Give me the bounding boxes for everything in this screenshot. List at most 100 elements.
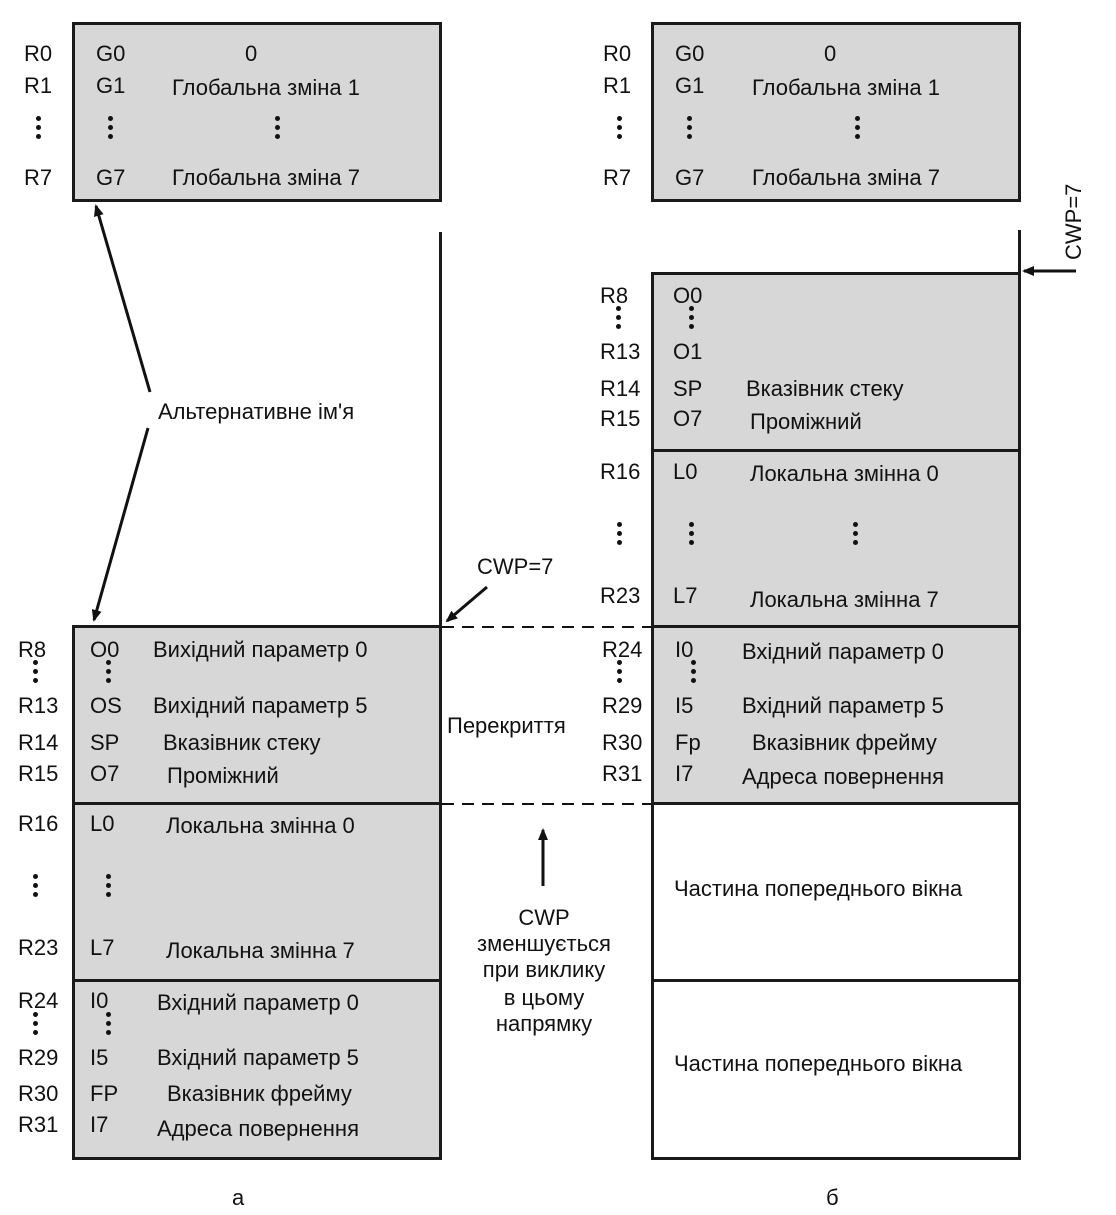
cwp-note-line1: CWP	[518, 905, 570, 930]
a-alias-g1: G1	[96, 73, 126, 98]
a-alias-l0: L0	[90, 811, 115, 836]
b-reg-r29: R29	[602, 693, 643, 718]
b-ellipsis-alias	[687, 116, 693, 143]
a-caption: а	[232, 1185, 245, 1210]
a-reg-r23: R23	[18, 935, 59, 960]
b-alias-o7: O7	[673, 406, 703, 431]
b-reg-r13: R13	[600, 339, 641, 364]
a-ellipsis-desc	[275, 116, 281, 143]
b-globals-block	[651, 22, 1021, 202]
b-reg-r0: R0	[603, 41, 632, 66]
b-alias-g7: G7	[675, 165, 705, 190]
a-alias-g0: G0	[96, 41, 126, 66]
b-desc-l0: Локальна змінна 0	[750, 461, 939, 486]
b-alias-l7: L7	[673, 583, 698, 608]
a-ins-ellipsis-reg	[33, 1012, 39, 1039]
a-ellipsis-reg	[36, 116, 42, 143]
a-locals-ellipsis-alias	[106, 874, 112, 901]
b-outs-block	[651, 272, 1021, 452]
b-alias-o1: O1	[673, 339, 703, 364]
b-reg-r31: R31	[602, 761, 643, 786]
a-alias-fp: FP	[90, 1081, 119, 1106]
a-stack-line	[439, 232, 442, 628]
b-outs-ellipsis-alias	[689, 306, 695, 333]
b-prev-window-2-label: Частина попереднього вікна	[674, 1051, 963, 1076]
b-locals-ellipsis-reg	[617, 522, 623, 549]
b-desc-g7: Глобальна зміна 7	[752, 165, 940, 190]
b-alias-sp: SP	[673, 376, 703, 401]
a-reg-r30: R30	[18, 1081, 59, 1106]
b-reg-r30: R30	[602, 730, 643, 755]
b-locals-block	[651, 449, 1021, 628]
a-desc-i7: Адреса повернення	[157, 1116, 359, 1141]
b-reg-r7: R7	[603, 165, 632, 190]
b-reg-r23: R23	[600, 583, 641, 608]
b-ins-ellipsis-alias	[691, 660, 697, 687]
alternative-name-label: Альтернативне ім'я	[158, 399, 355, 424]
a-desc-i5: Вхідний параметр 5	[157, 1045, 359, 1070]
b-stack-line	[1018, 230, 1021, 275]
a-desc-g7: Глобальна зміна 7	[172, 165, 360, 190]
a-ins-ellipsis-alias	[106, 1012, 112, 1039]
overlap-label: Перекриття	[447, 713, 566, 738]
a-desc-g0: 0	[245, 41, 258, 66]
a-alias-i7: I7	[90, 1112, 109, 1137]
alt-name-arrow-down	[91, 427, 150, 622]
a-locals-ellipsis-reg	[33, 874, 39, 901]
alt-name-arrow-up	[93, 204, 152, 393]
b-alias-g0: G0	[675, 41, 705, 66]
b-desc-o7: Проміжний	[750, 409, 862, 434]
b-desc-i5: Вхідний параметр 5	[742, 693, 944, 718]
b-ellipsis-desc	[855, 116, 861, 143]
a-reg-r24: R24	[18, 988, 59, 1013]
b-reg-r24: R24	[602, 637, 643, 662]
b-ins-ellipsis-reg	[617, 660, 623, 687]
a-outs-block	[72, 625, 442, 805]
a-desc-o0: Вихідний параметр 0	[153, 637, 368, 662]
b-reg-r1: R1	[603, 73, 632, 98]
a-desc-o7: Проміжний	[167, 763, 279, 788]
b-prev-window-2	[651, 979, 1021, 1160]
b-locals-ellipsis-alias	[689, 522, 695, 549]
cwp-note-line5: напрямку	[495, 1011, 593, 1036]
a-desc-l7: Локальна змінна 7	[166, 938, 355, 963]
b-desc-i0: Вхідний параметр 0	[742, 639, 944, 664]
a-desc-l0: Локальна змінна 0	[166, 813, 355, 838]
a-outs-ellipsis-reg	[33, 660, 39, 687]
b-alias-g1: G1	[675, 73, 705, 98]
cwp-a-arrow	[445, 585, 488, 623]
a-outs-ellipsis-alias	[106, 660, 112, 687]
b-alias-l0: L0	[673, 459, 698, 484]
a-reg-r13: R13	[18, 693, 59, 718]
b-reg-r16: R16	[600, 459, 641, 484]
a-desc-sp: Вказівник стеку	[163, 730, 321, 755]
a-reg-r0: R0	[24, 41, 53, 66]
b-alias-o0: O0	[673, 283, 703, 308]
a-globals-block	[72, 22, 442, 202]
cwp-note-line4: в цьому	[503, 985, 585, 1010]
b-desc-g0: 0	[824, 41, 837, 66]
a-reg-r31: R31	[18, 1112, 59, 1137]
a-desc-i0: Вхідний параметр 0	[157, 990, 359, 1015]
b-prev-window-1	[651, 802, 1021, 982]
a-reg-r14: R14	[18, 730, 59, 755]
a-desc-fp: Вказівник фрейму	[167, 1081, 352, 1106]
b-alias-fp: Fp	[675, 730, 701, 755]
b-caption: б	[826, 1185, 839, 1210]
a-desc-os: Вихідний параметр 5	[153, 693, 368, 718]
b-ins-block	[651, 625, 1021, 805]
b-reg-r8: R8	[600, 283, 629, 308]
cwp-note-line2: зменшується	[477, 931, 611, 956]
a-alias-l7: L7	[90, 935, 115, 960]
a-desc-g1: Глобальна зміна 1	[172, 75, 360, 100]
a-reg-r8: R8	[18, 637, 47, 662]
b-alias-i0: I0	[675, 637, 694, 662]
a-alias-sp: SP	[90, 730, 120, 755]
b-ellipsis-reg	[617, 116, 623, 143]
b-reg-r15: R15	[600, 406, 641, 431]
b-alias-i7: I7	[675, 761, 694, 786]
a-alias-o7: O7	[90, 761, 120, 786]
b-locals-ellipsis-desc	[853, 522, 859, 549]
b-desc-sp: Вказівник стеку	[746, 376, 904, 401]
b-outs-ellipsis-reg	[616, 306, 622, 333]
